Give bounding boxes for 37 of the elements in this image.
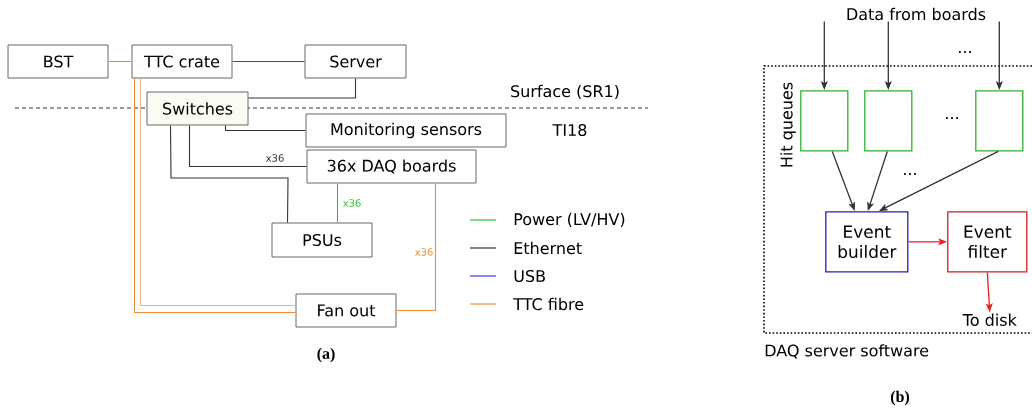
edge-label: x36 <box>341 198 363 208</box>
legend-label: USB <box>514 269 545 283</box>
connector-line <box>107 60 133 63</box>
connector-line <box>169 124 289 224</box>
device-box: Fan out <box>295 293 397 328</box>
device-box: Server <box>304 44 407 79</box>
panel-label: (b) <box>890 390 910 406</box>
connector-line <box>231 60 306 63</box>
connector-line <box>224 124 307 132</box>
output-text: To disk <box>962 313 1017 326</box>
device-box: TTC crate <box>131 44 233 79</box>
edge-label: x36 <box>413 247 435 257</box>
ellipsis: ... <box>959 51 971 53</box>
connector-line <box>336 182 339 224</box>
device-box: PSUs <box>271 222 373 258</box>
connector-line <box>188 124 308 168</box>
zone-label: Surface (SR1) <box>511 84 619 100</box>
ellipsis: ... <box>946 117 958 119</box>
queue-box <box>975 90 1024 152</box>
edge-label: x36 <box>264 153 286 163</box>
ellipsis: ... <box>904 173 916 175</box>
legend-label: Power (LV/HV) <box>514 212 625 228</box>
queue-box <box>864 90 913 152</box>
panel-label: (a) <box>317 347 335 363</box>
process-box: Event filter <box>947 211 1028 273</box>
device-box: 36x DAQ boards <box>306 149 477 184</box>
device-box: Monitoring sensors <box>305 113 507 148</box>
legend-label: TTC fibre <box>513 297 584 311</box>
connector-line <box>395 182 437 312</box>
queue-box <box>800 90 849 152</box>
process-box: Event builder <box>825 211 909 273</box>
input-text: Data from boards <box>847 7 986 21</box>
device-box: BST <box>7 44 109 79</box>
zone-label: TI18 <box>552 123 587 137</box>
device-box: Switches <box>146 91 249 126</box>
legend-label: Ethernet <box>514 241 582 255</box>
connector-line <box>247 77 357 99</box>
